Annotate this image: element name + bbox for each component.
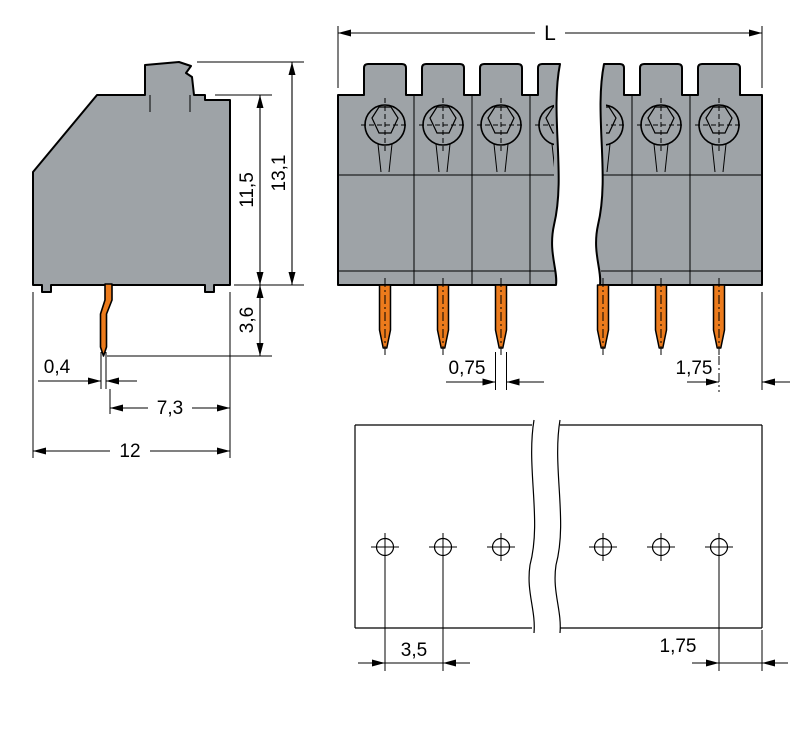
dim-label-hole-pitch: 3,5 — [401, 640, 427, 661]
arrowhead — [106, 377, 119, 385]
arrowhead — [88, 377, 101, 385]
arrowhead — [706, 659, 719, 667]
arrowhead — [288, 62, 296, 75]
drill-hole — [371, 533, 399, 561]
break-line — [554, 419, 562, 634]
dim-label-edge-offset: 1,75 — [660, 636, 697, 657]
drilling-plan-view: 3,5 1,75 — [354, 419, 788, 671]
drill-hole — [487, 533, 515, 561]
arrowhead — [217, 447, 230, 455]
arrowhead — [110, 404, 123, 412]
arrowhead — [443, 659, 456, 667]
solder-pin — [712, 277, 726, 357]
arrowhead — [482, 378, 496, 386]
arrowhead — [256, 272, 264, 285]
front-housing — [337, 63, 763, 286]
drill-dimensions: 3,5 1,75 — [358, 559, 788, 671]
dim-label-total-depth: 12 — [119, 441, 140, 462]
arrowhead — [256, 285, 264, 298]
solder-pin — [378, 277, 392, 357]
side-housing — [32, 61, 231, 293]
front-solder-pins — [378, 277, 726, 357]
arrowhead — [33, 447, 46, 455]
dim-label-pin-width: 0,4 — [44, 357, 71, 378]
arrowhead — [506, 378, 520, 386]
drill-holes — [371, 533, 733, 561]
dim-label-pin-length: 3,6 — [237, 307, 258, 333]
arrowhead — [288, 272, 296, 285]
solder-pin — [596, 277, 610, 357]
arrowhead — [217, 404, 230, 412]
side-view: 11,5 13,1 3,6 0,4 7,3 12 — [32, 61, 304, 462]
drill-hole — [589, 533, 617, 561]
drill-hole — [429, 533, 457, 561]
arrowhead — [372, 659, 385, 667]
pcb-outline — [354, 419, 763, 634]
arrowhead — [749, 29, 762, 37]
arrowhead — [762, 378, 775, 386]
side-solder-pin — [99, 283, 113, 357]
break-line — [528, 419, 536, 634]
front-view: L 0,75 1,75 — [337, 22, 790, 392]
dim-label-total-length: L — [544, 22, 556, 45]
solder-pin — [654, 277, 668, 357]
arrowhead — [706, 378, 719, 386]
dim-label-body-height: 11,5 — [237, 172, 258, 208]
arrowhead — [256, 95, 264, 108]
drill-hole — [705, 533, 733, 561]
dim-label-pin-width-front: 0,75 — [449, 358, 486, 379]
side-housing-outline — [32, 61, 231, 293]
side-dimensions: 11,5 13,1 3,6 0,4 7,3 12 — [32, 61, 304, 462]
arrowhead — [338, 29, 351, 37]
front-dimensions: L 0,75 1,75 — [337, 22, 790, 390]
drill-hole — [647, 533, 675, 561]
solder-pin — [494, 277, 508, 357]
dim-label-end-offset-front: 1,75 — [676, 358, 713, 379]
solder-pin — [436, 277, 450, 357]
dim-label-pin-to-front: 7,3 — [157, 398, 183, 419]
arrowhead — [256, 343, 264, 356]
dim-label-total-height: 13,1 — [269, 155, 290, 192]
solder-pin-shape — [99, 283, 113, 357]
arrowhead — [762, 659, 775, 667]
